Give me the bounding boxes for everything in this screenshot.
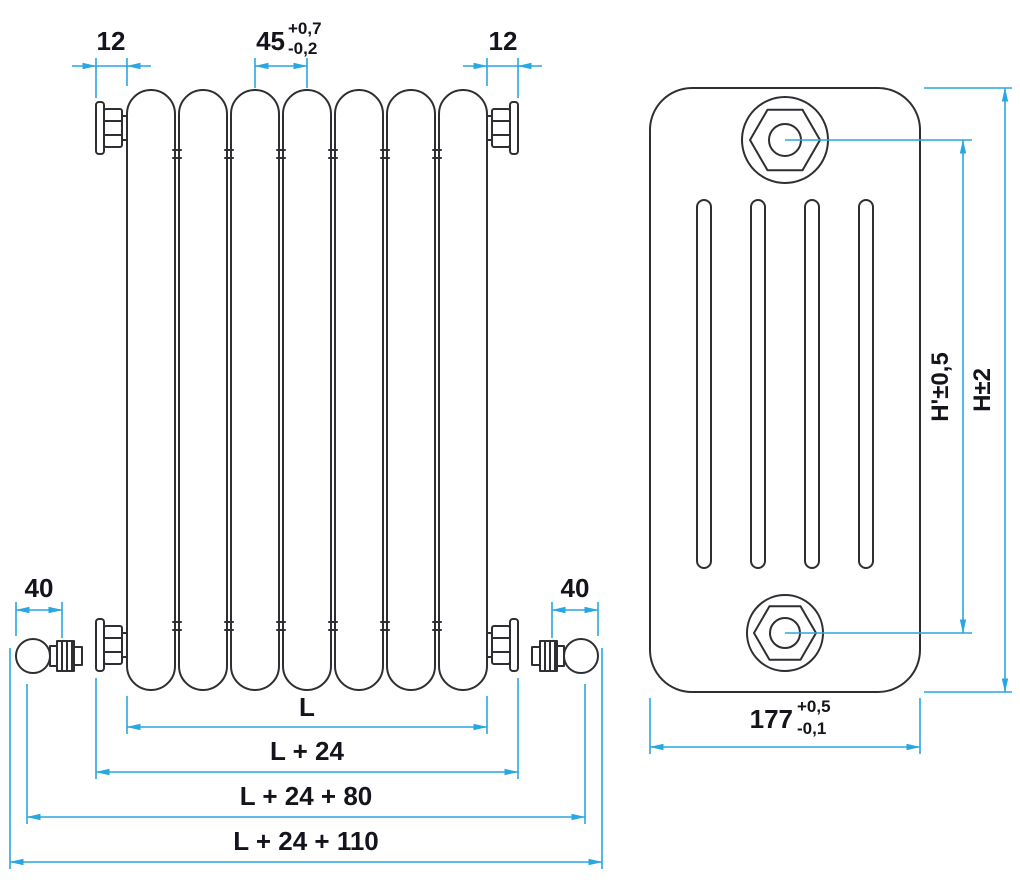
dim-label-valve-right: 40 [561, 573, 590, 603]
dim-pitch: 45 +0,7 -0,2 [254, 19, 322, 88]
dim-label-overall-height: H±2 [969, 368, 996, 412]
dim-overall-height: H±2 [924, 87, 1012, 693]
dim-valve-right: 40 [551, 573, 599, 638]
column [334, 89, 384, 691]
dim-plug-left: 12 [72, 26, 151, 98]
dim-length-L24-80: L + 24 + 80 [26, 684, 586, 824]
dim-label-L24: L + 24 [270, 736, 345, 766]
dim-length-L: L [126, 692, 488, 734]
plug-top-left [95, 101, 128, 155]
dim-length-L24: L + 24 [95, 678, 519, 779]
groove [750, 199, 766, 569]
dim-label-depth-tol-minus: -0,1 [797, 719, 826, 738]
groove [858, 199, 874, 569]
column [126, 89, 176, 691]
dim-label-pitch: 45 [256, 26, 285, 56]
valve-knob [15, 638, 51, 674]
plug-bottom-right [486, 618, 519, 672]
column-junctions [172, 149, 442, 631]
groove [804, 199, 820, 569]
plug-bottom-left [95, 618, 128, 672]
dimensions: 12 45 +0,7 -0,2 12 40 [9, 19, 1012, 869]
dim-label-depth-tol-plus: +0,5 [797, 697, 831, 716]
front-view [15, 89, 599, 691]
dim-label-pitch-tol-minus: -0,2 [288, 39, 317, 58]
dim-label-valve-left: 40 [25, 573, 54, 603]
radiator-columns [126, 89, 488, 691]
dim-label-L24-80: L + 24 + 80 [240, 781, 373, 811]
valve-bottom-left [15, 638, 83, 674]
dim-depth-177: 177 +0,5 -0,1 [649, 697, 921, 754]
dim-axis-height: H'±0,5 [785, 139, 972, 634]
dim-label-axis-height: H'±0,5 [927, 352, 954, 422]
dim-label-L24-110: L + 24 + 110 [233, 826, 379, 856]
dim-valve-left: 40 [15, 573, 63, 638]
column [230, 89, 280, 691]
valve-knob [563, 638, 599, 674]
dim-plug-right: 12 [463, 26, 542, 98]
column [282, 89, 332, 691]
dim-length-L24-110: L + 24 + 110 [9, 648, 603, 869]
side-body [649, 87, 921, 693]
dim-label-pitch-tol-plus: +0,7 [288, 19, 322, 38]
valve-bottom-right [531, 638, 599, 674]
dim-label-L: L [299, 692, 315, 722]
column [386, 89, 436, 691]
column [178, 89, 228, 691]
dim-label-depth: 177 [750, 704, 793, 734]
groove [696, 199, 712, 569]
plug-top-right [486, 101, 519, 155]
dim-label-plug-right: 12 [489, 26, 518, 56]
column [438, 89, 488, 691]
dim-label-plug-left: 12 [97, 26, 126, 56]
side-view [649, 87, 921, 693]
